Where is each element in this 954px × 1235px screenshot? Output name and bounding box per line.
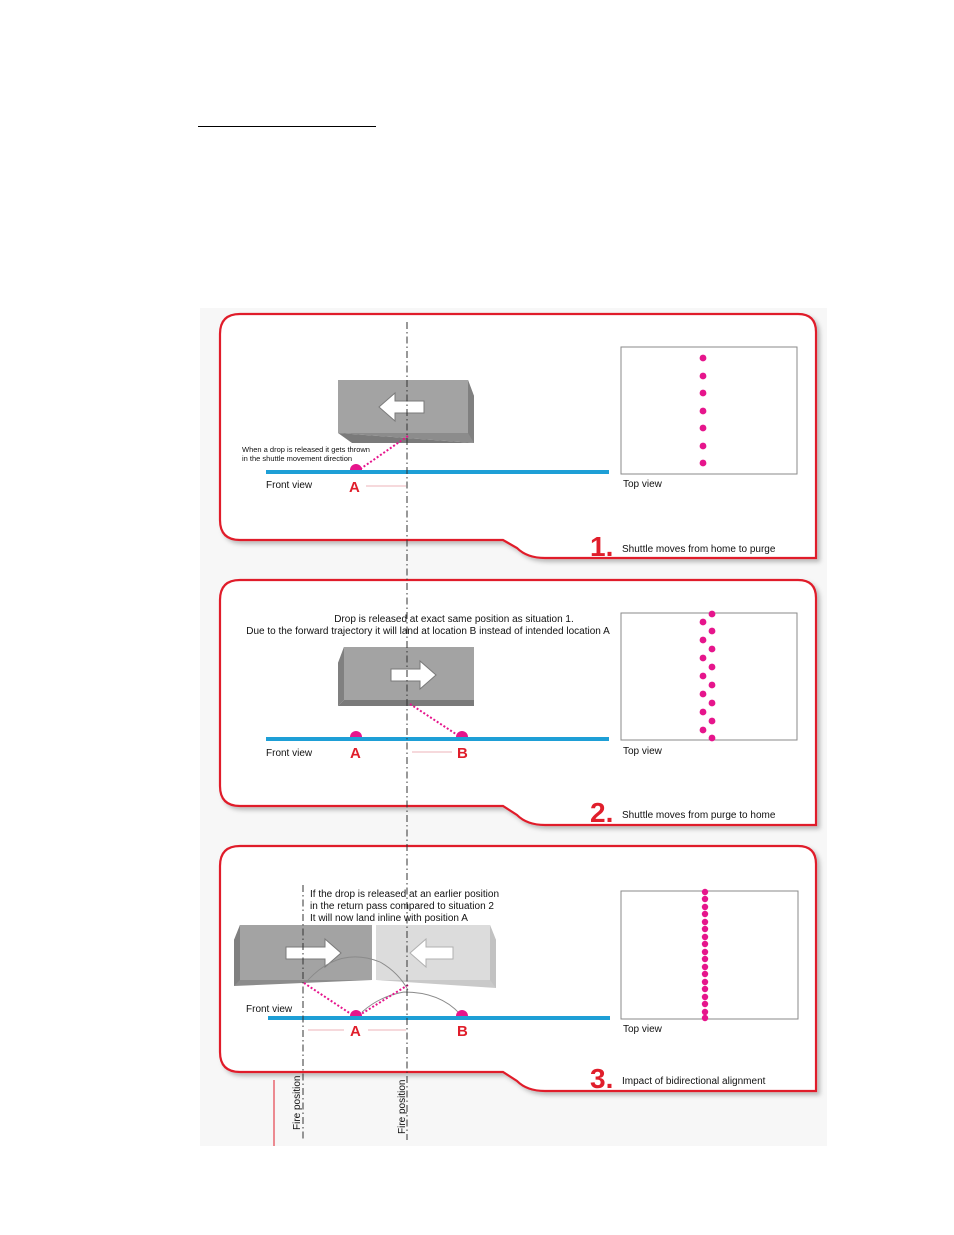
panel-3-trajectory-2 (357, 984, 409, 1017)
drop-dot (701, 888, 709, 896)
panel-2-top-view-label: Top view (623, 746, 663, 757)
panel-1-top-view-label: Top view (623, 479, 663, 490)
drop-dot (699, 354, 707, 362)
right-arrow-icon (390, 659, 437, 691)
panel-2-note-line-2: Due to the forward trajectory it will la… (246, 626, 610, 637)
drop-dot (699, 459, 707, 467)
panel-3-note-line-1: If the drop is released at an earlier po… (310, 889, 499, 900)
panel-1-note-line-2: in the shuttle movement direction (242, 454, 352, 463)
left-arrow-icon (378, 391, 425, 423)
drop-dot (708, 699, 716, 707)
panel-2: Drop is released at exact same position … (218, 578, 818, 828)
panel-2-shuttle (338, 647, 474, 706)
panel-1-label-a: A (349, 479, 360, 496)
panel-1-shuttle (338, 380, 474, 443)
panel-2-top-view-dots (699, 610, 716, 742)
panel-3-top-view-label: Top view (623, 1024, 663, 1035)
panel-3-label-a: A (350, 1023, 361, 1040)
panel-3-caption: Impact of bidirectional alignment (622, 1076, 766, 1087)
panel-2-drop-b (456, 731, 468, 737)
drop-dot (699, 407, 707, 415)
panel-3-note-line-2: in the return pass compared to situation… (310, 901, 494, 912)
drop-dot (701, 985, 709, 993)
panel-3-shuttle-light (376, 925, 496, 988)
drop-dot (701, 1014, 709, 1022)
panel-2-label-b: B (457, 745, 468, 762)
drop-dot (701, 963, 709, 971)
drop-dot (701, 895, 709, 903)
panel-3: Top view If the drop is released at an e… (218, 844, 818, 1094)
drop-dot (708, 645, 716, 653)
drop-dot (699, 708, 707, 716)
panel-1: Top view When a drop is released it gets… (218, 312, 818, 562)
drop-dot (708, 627, 716, 635)
drop-dot (701, 903, 709, 911)
drop-dot (699, 389, 707, 397)
fire-position-label-left: Fire position (292, 1076, 303, 1130)
drop-dot (708, 717, 716, 725)
panel-1-drop-a (350, 464, 362, 470)
panel-2-drop-a (350, 731, 362, 737)
panel-3-drop-a (350, 1010, 362, 1016)
drop-dot (699, 636, 707, 644)
panel-2-caption: Shuttle moves from purge to home (622, 810, 776, 821)
drop-dot (701, 970, 709, 978)
drop-dot (701, 1008, 709, 1016)
drop-dot (708, 734, 716, 742)
drop-dot (701, 955, 709, 963)
panel-2-front-view-label: Front view (266, 748, 313, 759)
panel-3-label-b: B (457, 1023, 468, 1040)
panel-3-drop-b (456, 1010, 468, 1016)
drop-dot (699, 442, 707, 450)
drop-dot (708, 663, 716, 671)
panel-1-front-view-label: Front view (266, 480, 313, 491)
drop-dot (701, 933, 709, 941)
panel-3-front-view-label: Front view (246, 1004, 293, 1015)
panel-3-arc-path-1 (307, 956, 409, 991)
panel-1-number: 1. (590, 531, 613, 562)
panel-3-top-view-box (620, 890, 799, 1020)
drop-dot (708, 610, 716, 618)
drop-dot (699, 672, 707, 680)
panel-3-arc-path-2 (361, 991, 461, 1015)
panel-2-label-a: A (350, 745, 361, 762)
drop-dot (701, 978, 709, 986)
drop-dot (699, 618, 707, 626)
drop-dot (699, 690, 707, 698)
panel-2-number: 2. (590, 797, 613, 828)
drop-dot (708, 681, 716, 689)
drop-dot (699, 654, 707, 662)
drop-dot (701, 918, 709, 926)
panel-1-note-line-1: When a drop is released it gets thrown (242, 445, 370, 454)
drop-dot (701, 910, 709, 918)
panel-3-shuttle-dark (234, 925, 372, 986)
drop-dot (701, 940, 709, 948)
drop-dot (699, 372, 707, 380)
drop-dot (701, 925, 709, 933)
left-arrow-icon (409, 937, 454, 969)
fire-position-label-right: Fire position (397, 1080, 408, 1134)
panel-1-top-view-dots (699, 354, 707, 467)
panel-2-note-line-1: Drop is released at exact same position … (334, 614, 574, 625)
panel-3-trajectory-1 (303, 982, 355, 1017)
panel-3-number: 3. (590, 1063, 613, 1094)
drop-dot (701, 1000, 709, 1008)
panel-1-top-view-box (620, 346, 798, 475)
panel-1-caption: Shuttle moves from home to purge (622, 544, 776, 555)
panel-1-trajectory (355, 435, 409, 473)
drop-dot (699, 424, 707, 432)
heading-underline (198, 126, 376, 127)
drop-dot (701, 993, 709, 1001)
panel-3-note-line-3: It will now land inline with position A (310, 913, 468, 924)
drop-dot (699, 726, 707, 734)
panel-3-top-view-dots (701, 888, 709, 1022)
drop-dot (701, 948, 709, 956)
